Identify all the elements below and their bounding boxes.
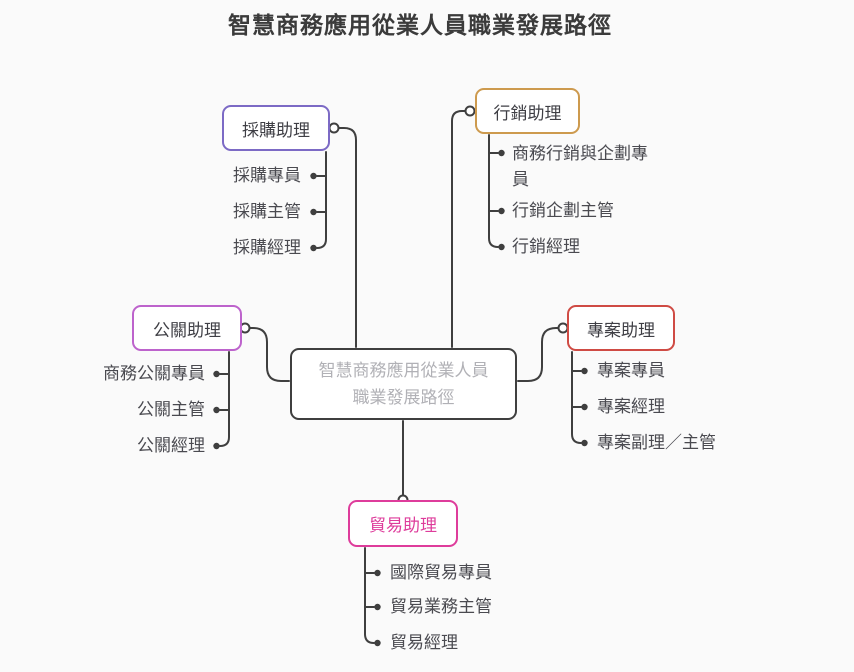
port-circle-icon xyxy=(328,122,340,134)
topic-marketing-child-1[interactable]: 行銷企劃主管 xyxy=(512,201,614,220)
link-project-center xyxy=(517,327,560,382)
bullet-icon xyxy=(374,569,381,577)
node-label: 採購助理 xyxy=(242,120,310,140)
topic-project-child-0[interactable]: 專案專員 xyxy=(597,361,665,380)
bullet-icon xyxy=(310,172,317,180)
node-label: 行銷助理 xyxy=(493,103,562,123)
bullet-icon xyxy=(213,406,220,414)
topic-trade-child-2[interactable]: 貿易經理 xyxy=(390,633,458,652)
topic-purchase-child-1[interactable]: 採購主管 xyxy=(233,202,301,221)
bullet-icon xyxy=(498,243,505,251)
node-label: 專案助理 xyxy=(587,320,655,340)
link-marketing-center xyxy=(451,110,467,348)
topic-marketing-child-2[interactable]: 行銷經理 xyxy=(512,237,580,256)
node-trade-assistant[interactable]: 貿易助理 xyxy=(348,500,458,547)
node-project-assistant[interactable]: 專案助理 xyxy=(567,305,675,351)
link-purchase-children xyxy=(316,151,327,249)
link-project-children xyxy=(571,351,582,444)
link-trade-children xyxy=(364,547,375,644)
topic-project-child-1[interactable]: 專案經理 xyxy=(597,397,665,416)
bullet-icon xyxy=(310,208,317,216)
topic-pr-child-0[interactable]: 商務公關專員 xyxy=(103,364,205,383)
bullet-icon xyxy=(498,149,505,157)
node-pr-assistant[interactable]: 公關助理 xyxy=(132,305,242,351)
center-topic-line2: 職業發展路徑 xyxy=(352,388,455,407)
bullet-icon xyxy=(310,244,317,252)
topic-project-child-2[interactable]: 專案副理／主管 xyxy=(597,433,716,452)
node-purchase-assistant[interactable]: 採購助理 xyxy=(222,105,330,151)
bullet-icon xyxy=(374,603,381,611)
topic-purchase-child-2[interactable]: 採購經理 xyxy=(233,238,301,257)
topic-marketing-child-0[interactable]: 商務行銷與企劃專員 xyxy=(512,144,648,189)
page-title: 智慧商務應用從業人員職業發展路徑 xyxy=(228,12,612,38)
bullet-icon xyxy=(498,207,505,215)
node-label: 貿易助理 xyxy=(369,516,437,535)
node-center-topic[interactable]: 智慧商務應用從業人員 職業發展路徑 xyxy=(290,348,517,420)
bullet-icon xyxy=(213,442,220,450)
topic-pr-child-1[interactable]: 公關主管 xyxy=(137,400,205,419)
topic-pr-child-2[interactable]: 公關經理 xyxy=(137,436,205,455)
node-marketing-assistant[interactable]: 行銷助理 xyxy=(475,88,580,134)
link-purchase-center xyxy=(337,127,357,348)
topic-trade-child-1[interactable]: 貿易業務主管 xyxy=(390,597,492,616)
topic-trade-child-0[interactable]: 國際貿易專員 xyxy=(390,563,492,582)
link-pr-center xyxy=(248,327,290,382)
link-marketing-children xyxy=(488,134,499,248)
node-label: 公關助理 xyxy=(153,320,221,340)
bullet-icon xyxy=(374,639,381,647)
bullet-icon xyxy=(581,439,588,447)
bullet-icon xyxy=(213,370,220,378)
port-circle-icon xyxy=(464,105,476,117)
link-pr-children xyxy=(219,351,230,447)
center-topic-line1: 智慧商務應用從業人員 xyxy=(318,361,489,380)
bullet-icon xyxy=(581,367,588,375)
topic-purchase-child-0[interactable]: 採購專員 xyxy=(233,166,301,185)
bullet-icon xyxy=(581,403,588,411)
